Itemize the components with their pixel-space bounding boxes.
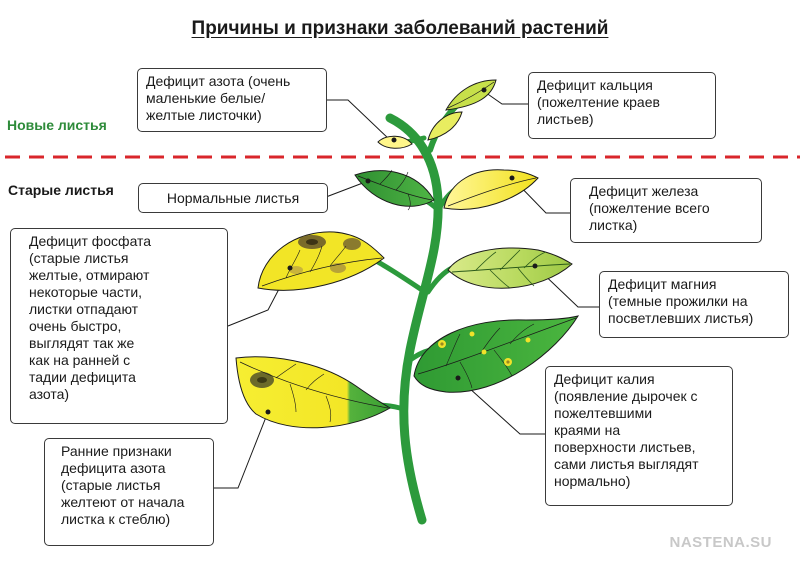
leaf-magnesium [447, 247, 573, 289]
callout-phosphate: Дефицит фосфата (старые листья желтые, о… [10, 228, 228, 424]
new-leaves-label: Новые листья [7, 117, 107, 133]
callout-calcium: Дефицит кальция (пожелтение краев листье… [528, 72, 716, 139]
page-title: Причины и признаки заболеваний растений [191, 18, 609, 39]
old-leaves-label: Старые листья [8, 182, 114, 198]
callout-nitrogen-early: Ранние признаки дефицита азота (старые л… [44, 438, 214, 546]
callout-nitrogen-new: Дефицит азота (очень маленькие белые/ же… [137, 68, 327, 132]
leaf-potassium [413, 315, 580, 393]
leaf-calcium [427, 79, 497, 141]
callout-iron: Дефицит железа (пожелтение всего листка) [570, 178, 762, 243]
callout-normal: Нормальные листья [138, 183, 328, 213]
callout-magnesium: Дефицит магния (темные прожилки на посве… [599, 271, 789, 338]
leaf-nitrogen-new [377, 135, 413, 149]
leaf-normal [354, 169, 435, 211]
plant-stem [385, 113, 443, 525]
callout-potassium: Дефицит калия (появление дырочек с пожел… [545, 366, 733, 506]
watermark: NASTENA.SU [669, 534, 772, 551]
leaf-phosphate [257, 231, 385, 291]
leaf-nitrogen-early [235, 356, 391, 429]
connector-lines [214, 89, 602, 489]
leaf-iron [443, 169, 539, 210]
